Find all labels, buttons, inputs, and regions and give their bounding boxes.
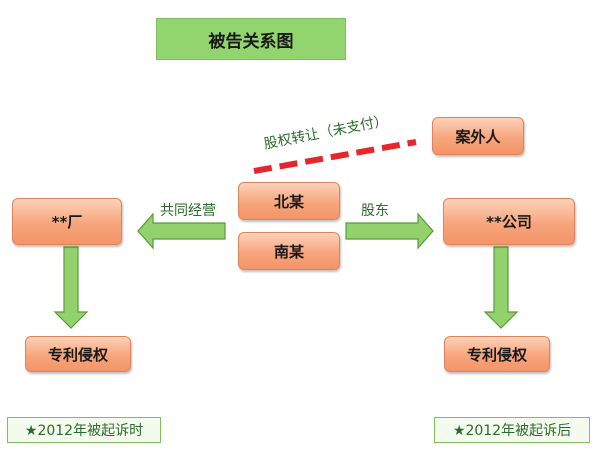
node-nanmou: 南某: [238, 232, 340, 270]
node-patent-right: 专利侵权: [444, 336, 550, 372]
note-left: ★2012年被起诉时: [7, 417, 161, 443]
node-beimou: 北某: [238, 182, 340, 220]
shareholder-label: 股东: [361, 203, 389, 219]
node-company: **公司: [443, 198, 575, 245]
arrow-joint-operation: [137, 212, 226, 250]
diagram-title: 被告关系图: [156, 18, 346, 60]
node-outsider: 案外人: [432, 117, 524, 155]
node-patent-left: 专利侵权: [25, 336, 131, 372]
arrow-down-left: [53, 246, 89, 329]
note-right: ★2012年被起诉后: [434, 417, 590, 443]
node-factory: **厂: [12, 198, 122, 245]
arrow-shareholder: [345, 212, 434, 250]
joint-operation-label: 共同经营: [160, 203, 216, 219]
arrow-down-right: [483, 246, 519, 329]
equity-transfer-line: [253, 139, 417, 174]
